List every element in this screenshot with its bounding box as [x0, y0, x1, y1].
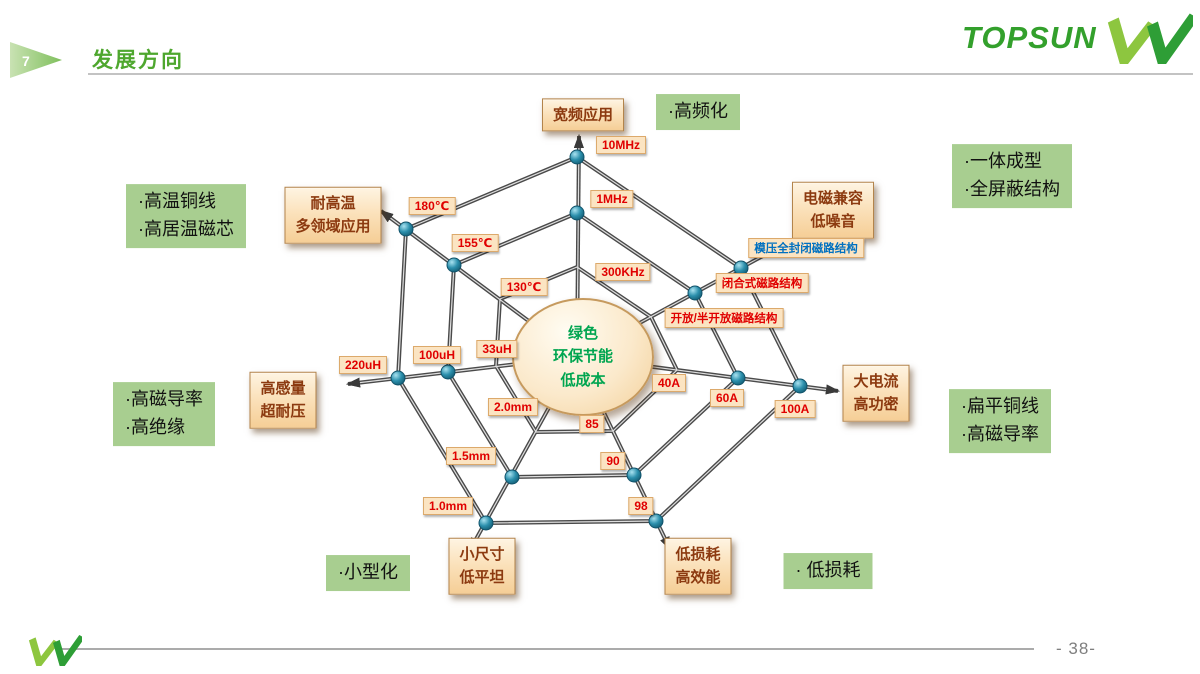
node-low-loss: 低损耗 高效能 — [664, 537, 732, 595]
node-low-loss-line1: 低损耗 — [675, 545, 721, 563]
center-theme-ellipse: 绿色 环保节能 低成本 — [512, 298, 654, 416]
annotation-integrated: ·一体成型 ·全屏蔽结构 — [952, 144, 1072, 208]
axis-tick-98: 98 — [628, 497, 654, 515]
slide-number: 7 — [22, 53, 30, 69]
annotation-miniature-line1: ·小型化 — [338, 562, 398, 583]
annotation-high-frequency: ·高频化 — [656, 94, 740, 130]
annotation-high-frequency-line1: ·高频化 — [668, 101, 728, 122]
brand-logo-mark-icon — [1107, 13, 1193, 64]
annotation-permeability-line1: ·高磁导率 — [125, 389, 203, 410]
axis-tick-2-0mm: 2.0mm — [487, 398, 539, 416]
node-dot — [446, 257, 462, 273]
annotation-flat-wire: ·扁平铜线 ·高磁导率 — [949, 389, 1051, 453]
axis-tick-155c: 155℃ — [451, 234, 499, 252]
node-dot — [440, 364, 456, 380]
node-high-current: 大电流 高功密 — [842, 364, 910, 422]
axis-tick-85: 85 — [579, 415, 605, 433]
node-dot — [569, 149, 585, 165]
node-high-inductance-line1: 高感量 — [260, 379, 306, 397]
node-dot — [390, 370, 406, 386]
page-number: - 38- — [1056, 639, 1096, 658]
node-dot — [648, 513, 664, 529]
axis-tick-130c: 130℃ — [500, 278, 548, 296]
web-node-dots — [390, 149, 808, 531]
node-dot — [398, 221, 414, 237]
axis-tick-40a: 40A — [651, 374, 687, 392]
axis-tick-100a: 100A — [774, 400, 816, 418]
annotation-low-loss: · 低损耗 — [783, 553, 873, 589]
node-high-inductance: 高感量 超耐压 — [249, 371, 317, 429]
node-dot — [687, 285, 703, 301]
brand-logo: TOPSUN — [962, 12, 1193, 64]
node-high-current-line2: 高功密 — [853, 396, 899, 413]
node-emc-line2: 低噪音 — [810, 213, 856, 230]
annotation-integrated-line2: ·全屏蔽结构 — [964, 179, 1060, 199]
axis-tick-33uh: 33uH — [476, 340, 518, 358]
annotation-high-temp: ·高温铜线 ·高居温磁芯 — [126, 184, 246, 248]
node-small-size-line1: 小尺寸 — [459, 545, 505, 563]
annotation-permeability: ·高磁导率 ·高绝缘 — [113, 382, 215, 446]
annotation-permeability-line2: ·高绝缘 — [125, 417, 185, 437]
axis-tick-open-structure: 开放/半开放磁路结构 — [664, 308, 784, 328]
node-emc: 电磁兼容 低噪音 — [791, 181, 875, 239]
axis-tick-300khz: 300KHz — [595, 263, 651, 281]
axis-tick-180c: 180℃ — [408, 197, 456, 215]
node-wideband-label: 宽频应用 — [552, 106, 614, 124]
axis-tick-1mhz: 1MHz — [590, 190, 634, 208]
axis-tick-60a: 60A — [709, 389, 745, 407]
annotation-high-temp-line2: ·高居温磁芯 — [138, 219, 234, 239]
node-small-size: 小尺寸 低平坦 — [448, 537, 516, 595]
center-line-1: 绿色 — [567, 325, 598, 343]
node-dot — [478, 515, 494, 531]
center-line-2: 环保节能 — [552, 348, 613, 366]
axis-tick-closed-structure: 闭合式磁路结构 — [715, 273, 809, 293]
node-high-temperature-line2: 多领域应用 — [295, 218, 371, 235]
footer-logo-icon — [28, 634, 82, 666]
annotation-integrated-line1: ·一体成型 — [964, 151, 1042, 172]
axis-tick-1-0mm: 1.0mm — [422, 497, 474, 515]
axis-tick-220uh: 220uH — [338, 356, 388, 374]
axis-tick-molded-structure: 模压全封闭磁路结构 — [748, 238, 864, 258]
center-line-3: 低成本 — [560, 371, 606, 389]
header-divider — [88, 73, 1193, 75]
annotation-miniature: ·小型化 — [326, 555, 410, 591]
node-dot — [504, 469, 520, 485]
axis-tick-10mhz: 10MHz — [595, 136, 647, 154]
node-high-temperature: 耐高温 多领域应用 — [284, 186, 382, 244]
node-dot — [569, 205, 585, 221]
slide-number-arrow: 7 — [10, 42, 62, 78]
axis-tick-1-5mm: 1.5mm — [445, 447, 497, 465]
annotation-flat-wire-line1: ·扁平铜线 — [961, 396, 1039, 417]
node-dot — [626, 467, 642, 483]
node-dot — [730, 370, 746, 386]
axis-tick-100uh: 100uH — [412, 346, 462, 364]
node-high-current-line1: 大电流 — [853, 372, 899, 390]
node-small-size-line2: 低平坦 — [459, 569, 505, 586]
node-emc-line1: 电磁兼容 — [802, 189, 864, 207]
footer-divider — [62, 648, 1034, 650]
annotation-high-temp-line1: ·高温铜线 — [138, 191, 216, 212]
annotation-low-loss-line1: · 低损耗 — [795, 560, 861, 581]
brand-logo-text: TOPSUN — [962, 20, 1097, 55]
node-high-temperature-line1: 耐高温 — [310, 194, 356, 212]
axis-tick-90: 90 — [600, 452, 626, 470]
node-wideband: 宽频应用 — [541, 98, 625, 132]
page-title: 发展方向 — [92, 49, 184, 72]
node-low-loss-line2: 高效能 — [675, 569, 721, 586]
node-dot — [792, 378, 808, 394]
node-high-inductance-line2: 超耐压 — [260, 403, 306, 420]
annotation-flat-wire-line2: ·高磁导率 — [961, 424, 1039, 444]
